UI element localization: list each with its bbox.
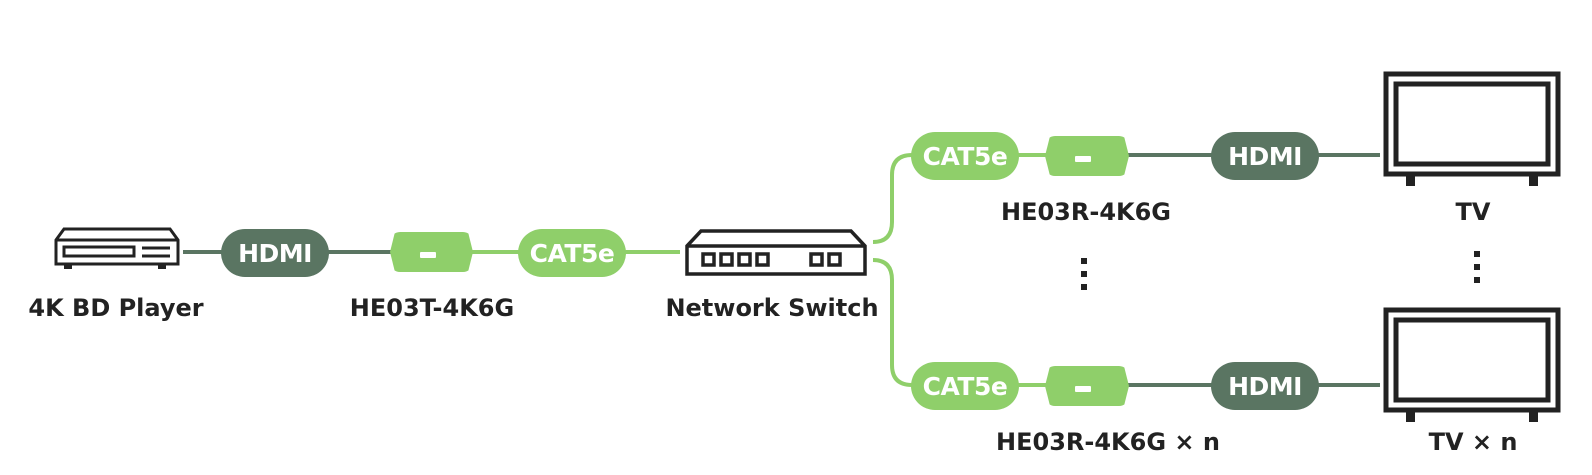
- tv-1-label: TV: [1455, 198, 1491, 226]
- blu-ray-player-icon: [54, 227, 180, 269]
- hdmi-cable-label: HDMI: [221, 229, 329, 277]
- cat5e-cable-label: CAT5e: [911, 132, 1019, 180]
- led-indicator: [420, 252, 436, 258]
- receiver-n-label: HE03R-4K6G × n: [996, 428, 1220, 456]
- led-indicator: [1075, 386, 1091, 392]
- receiver-1-label: HE03R-4K6G: [1000, 198, 1172, 226]
- hdmi-cable-label: HDMI: [1211, 132, 1319, 180]
- hdmi-cable-label: HDMI: [1211, 362, 1319, 410]
- cat-wire-branch-top: [872, 153, 1050, 244]
- cat-wire-branch-bottom: [872, 258, 1050, 387]
- tv-n-label: TV × n: [1428, 428, 1518, 456]
- tv-icon: [1383, 71, 1561, 186]
- receiver-device-icon: [1045, 136, 1129, 176]
- tv-icon: [1383, 307, 1561, 422]
- network-switch-icon: [685, 229, 867, 276]
- transmitter-device-icon: [390, 232, 473, 272]
- cat5e-cable-label: CAT5e: [911, 362, 1019, 410]
- switch-label: Network Switch: [665, 294, 879, 322]
- source-label: 4K BD Player: [28, 294, 204, 322]
- more-tvs-ellipsis-icon: [1474, 251, 1480, 290]
- more-receivers-ellipsis-icon: [1081, 258, 1087, 297]
- transmitter-label: HE03T-4K6G: [349, 294, 515, 322]
- led-indicator: [1075, 156, 1091, 162]
- cat5e-cable-label: CAT5e: [518, 229, 626, 277]
- receiver-device-icon: [1045, 366, 1129, 406]
